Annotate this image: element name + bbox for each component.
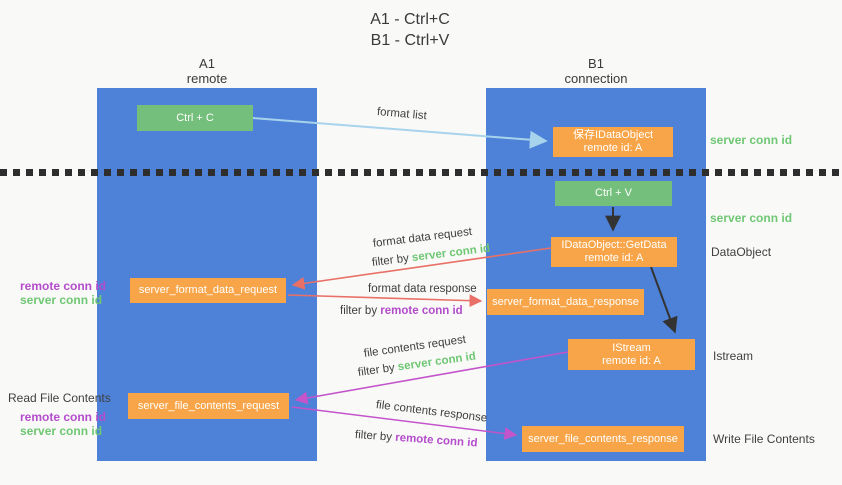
remote-conn-id-text: remote conn id bbox=[380, 305, 463, 317]
box-server-file-contents-request: server_file_contents_request bbox=[128, 393, 289, 419]
filter-by-text: filter by bbox=[357, 361, 396, 379]
left-label-server-conn-id-1: server conn id bbox=[20, 293, 103, 307]
column-b1-subtitle: connection bbox=[564, 71, 628, 86]
box-istream: IStream remote id: A bbox=[568, 339, 695, 370]
box-istream-line2: remote id: A bbox=[602, 354, 661, 367]
box-server-format-data-request: server_format_data_request bbox=[130, 278, 286, 303]
filter-by-text: filter by bbox=[354, 429, 393, 444]
diagram-title: A1 - Ctrl+C B1 - Ctrl+V bbox=[310, 9, 510, 51]
box-server-format-data-request-label: server_format_data_request bbox=[138, 284, 278, 296]
title-line-2: B1 - Ctrl+V bbox=[370, 32, 450, 49]
label-format-list: format list bbox=[376, 106, 428, 123]
separator-dotted-line bbox=[0, 169, 842, 176]
label-filter-by-remote-conn-id-2: filter by remote conn id bbox=[355, 429, 478, 450]
server-conn-id-text: server conn id bbox=[397, 350, 477, 374]
column-a1-subtitle: remote bbox=[186, 71, 228, 86]
right-label-server-conn-id-1: server conn id bbox=[710, 133, 793, 147]
left-label-server-conn-id-2: server conn id bbox=[20, 424, 103, 438]
box-istream-line1: IStream bbox=[612, 341, 651, 354]
box-ctrl-v-label: Ctrl + V bbox=[595, 187, 632, 199]
box-ctrl-c-label: Ctrl + C bbox=[176, 111, 214, 124]
box-idataobject-getdata-line1: IDataObject::GetData bbox=[561, 239, 667, 251]
box-server-format-data-response-label: server_format_data_response bbox=[492, 295, 639, 308]
box-ctrl-c: Ctrl + C bbox=[137, 105, 253, 131]
remote-conn-id-text: remote conn id bbox=[394, 431, 478, 450]
box-server-file-contents-request-label: server_file_contents_request bbox=[137, 399, 280, 412]
label-file-contents-response: file contents response bbox=[375, 399, 488, 425]
column-a1-id: A1 bbox=[199, 56, 215, 71]
right-label-write-file-contents: Write File Contents bbox=[713, 432, 815, 446]
column-b1-id: B1 bbox=[588, 56, 604, 71]
right-label-server-conn-id-2: server conn id bbox=[710, 211, 793, 225]
title-line-1: A1 - Ctrl+C bbox=[370, 11, 450, 28]
box-server-file-contents-response: server_file_contents_response bbox=[522, 426, 684, 452]
filter-by-text: filter by bbox=[340, 305, 378, 317]
box-ctrl-v: Ctrl + V bbox=[555, 181, 672, 206]
box-save-dataobject-line1: 保存IDataObject bbox=[572, 129, 654, 141]
label-format-data-response: format data response bbox=[368, 283, 477, 295]
box-server-file-contents-response-label: server_file_contents_response bbox=[528, 432, 678, 445]
box-server-format-data-response: server_format_data_response bbox=[487, 289, 644, 315]
left-label-remote-conn-id-1: remote conn id bbox=[20, 279, 107, 293]
left-label-read-file-contents: Read File Contents bbox=[8, 391, 111, 405]
box-idataobject-getdata-line2: remote id: A bbox=[584, 252, 644, 264]
filter-by-text: filter by bbox=[371, 252, 410, 269]
right-label-dataobject: DataObject bbox=[711, 245, 772, 259]
server-conn-id-text: server conn id bbox=[411, 242, 491, 265]
box-save-dataobject: 保存IDataObject remote id: A bbox=[553, 127, 673, 157]
label-filter-by-remote-conn-id-1: filter by remote conn id bbox=[340, 305, 463, 317]
column-header-b1: B1 connection bbox=[486, 56, 706, 86]
column-header-a1: A1 remote bbox=[97, 56, 317, 86]
right-label-istream: Istream bbox=[713, 349, 754, 363]
box-save-dataobject-line2: remote id: A bbox=[583, 142, 643, 154]
left-label-remote-conn-id-2: remote conn id bbox=[20, 410, 107, 424]
box-idataobject-getdata: IDataObject::GetData remote id: A bbox=[551, 237, 677, 267]
